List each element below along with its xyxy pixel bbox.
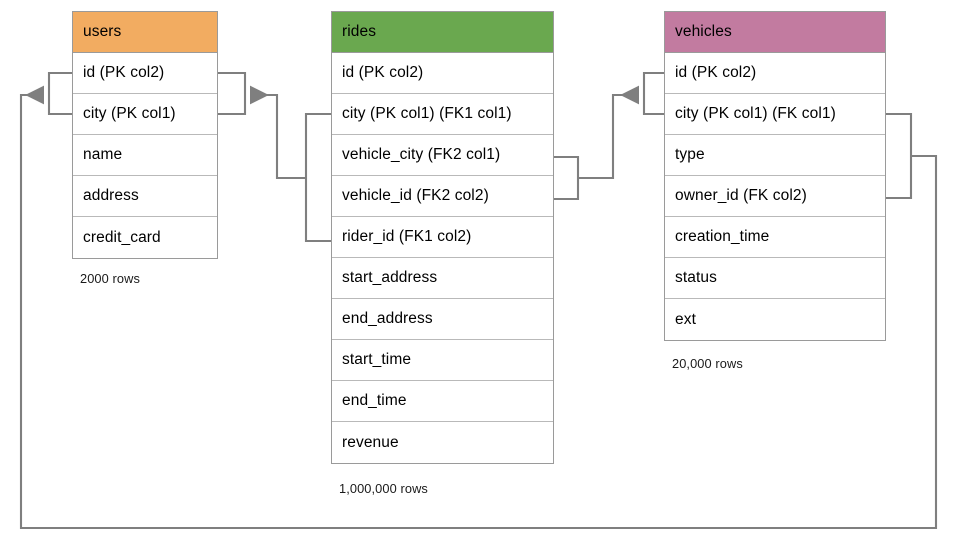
row-count-users: 2000 rows xyxy=(80,271,140,286)
field-users-address[interactable]: address xyxy=(73,176,217,217)
connector-fk2-rides-to-vehicles xyxy=(578,85,640,180)
field-rides-end-time[interactable]: end_time xyxy=(332,381,553,422)
field-label: id (PK col2) xyxy=(675,64,757,81)
entity-users-header: users xyxy=(73,12,217,53)
field-label: status xyxy=(675,269,717,286)
field-users-credit-card[interactable]: credit_card xyxy=(73,217,217,258)
field-vehicles-status[interactable]: status xyxy=(665,258,885,299)
field-label: revenue xyxy=(342,433,399,451)
field-label: start_time xyxy=(342,351,412,368)
field-rides-vehicle-city[interactable]: vehicle_city (FK2 col1) xyxy=(332,135,553,176)
field-label: vehicle_city (FK2 col1) xyxy=(342,146,501,163)
connector-rides-left-bracket xyxy=(304,112,331,243)
field-label: end_time xyxy=(342,392,407,409)
field-label: name xyxy=(83,146,123,163)
field-rides-revenue[interactable]: revenue xyxy=(332,422,553,463)
entity-rides[interactable]: rides id (PK col2) city (PK col1) (FK1 c… xyxy=(331,11,554,464)
entity-users-title: users xyxy=(83,23,122,40)
connector-vehicles-left-bracket xyxy=(642,71,664,116)
field-vehicles-creation-time[interactable]: creation_time xyxy=(665,217,885,258)
connector-users-right-bracket xyxy=(218,71,247,116)
field-users-city[interactable]: city (PK col1) xyxy=(73,94,217,135)
field-vehicles-owner-id[interactable]: owner_id (FK col2) xyxy=(665,176,885,217)
field-label: type xyxy=(675,146,705,163)
entity-vehicles-title: vehicles xyxy=(675,23,732,40)
row-count-rides: 1,000,000 rows xyxy=(339,481,428,496)
field-rides-vehicle-id[interactable]: vehicle_id (FK2 col2) xyxy=(332,176,553,217)
field-rides-start-address[interactable]: start_address xyxy=(332,258,553,299)
entity-vehicles-header: vehicles xyxy=(665,12,885,53)
entity-rides-title: rides xyxy=(342,23,377,40)
field-vehicles-type[interactable]: type xyxy=(665,135,885,176)
field-label: end_address xyxy=(342,310,433,327)
connector-vehicles-right-bracket xyxy=(886,112,913,200)
connector-fk1-rides-to-users xyxy=(249,85,306,180)
field-label: city (PK col1) (FK1 col1) xyxy=(342,105,512,122)
field-label: owner_id (FK col2) xyxy=(675,187,807,204)
field-users-name[interactable]: name xyxy=(73,135,217,176)
field-label: ext xyxy=(675,310,696,328)
field-label: rider_id (FK1 col2) xyxy=(342,228,472,245)
field-vehicles-id[interactable]: id (PK col2) xyxy=(665,53,885,94)
row-count-vehicles: 20,000 rows xyxy=(672,356,743,371)
field-rides-id[interactable]: id (PK col2) xyxy=(332,53,553,94)
connector-rides-right-bracket xyxy=(554,155,580,201)
field-vehicles-ext[interactable]: ext xyxy=(665,299,885,340)
field-users-id[interactable]: id (PK col2) xyxy=(73,53,217,94)
field-label: id (PK col2) xyxy=(83,64,165,81)
field-rides-city[interactable]: city (PK col1) (FK1 col1) xyxy=(332,94,553,135)
field-label: address xyxy=(83,187,139,204)
field-rides-end-address[interactable]: end_address xyxy=(332,299,553,340)
field-label: city (PK col1) xyxy=(83,105,176,122)
field-label: vehicle_id (FK2 col2) xyxy=(342,187,489,204)
connector-users-left-bracket xyxy=(47,71,72,116)
field-label: credit_card xyxy=(83,228,161,246)
field-label: city (PK col1) (FK col1) xyxy=(675,105,836,122)
entity-rides-header: rides xyxy=(332,12,553,53)
field-rides-start-time[interactable]: start_time xyxy=(332,340,553,381)
field-vehicles-city[interactable]: city (PK col1) (FK col1) xyxy=(665,94,885,135)
entity-users[interactable]: users id (PK col2) city (PK col1) name a… xyxy=(72,11,218,259)
field-label: start_address xyxy=(342,269,438,286)
field-label: creation_time xyxy=(675,228,770,245)
field-label: id (PK col2) xyxy=(342,64,424,81)
field-rides-rider-id[interactable]: rider_id (FK1 col2) xyxy=(332,217,553,258)
entity-vehicles[interactable]: vehicles id (PK col2) city (PK col1) (FK… xyxy=(664,11,886,341)
